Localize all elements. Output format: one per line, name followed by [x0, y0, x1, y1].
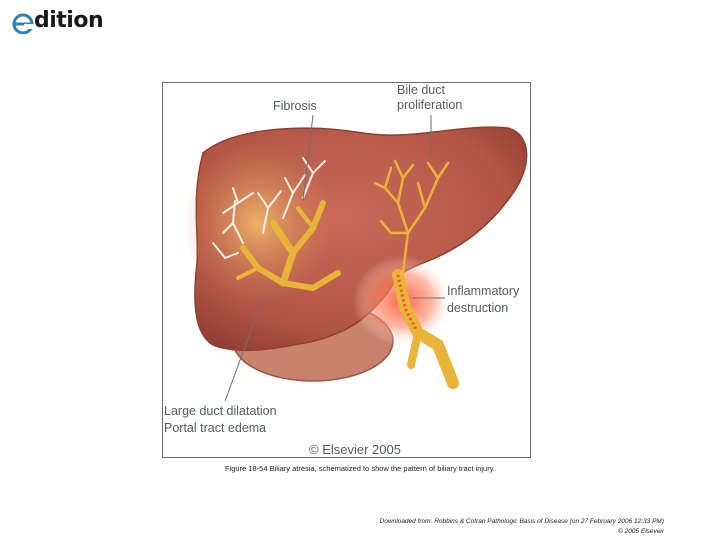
fibrosis-label: Fibrosis: [273, 99, 317, 113]
edition-logo: dition: [12, 8, 104, 36]
cystic-duct: [407, 329, 422, 369]
figure-caption: Figure 18-54 Biliary atresia, schematize…: [225, 464, 495, 473]
bile-duct-label-line2: proliferation: [397, 98, 463, 112]
liver-illustration: [183, 114, 528, 402]
bile-duct-proliferation: [373, 159, 450, 275]
biliary-atresia-figure: Fibrosis Bile duct proliferation Inflamm…: [162, 82, 531, 458]
large-duct-label: Large duct dilatation: [164, 404, 277, 418]
fibrosis-region: [183, 143, 333, 303]
copyright-label: © Elsevier 2005: [309, 442, 401, 457]
dilated-ducts: [236, 200, 341, 292]
bile-duct-label-line1: Bile duct: [397, 83, 445, 97]
inflammatory-label-line1: Inflammatory: [447, 284, 520, 298]
inflamed-duct-segment: [396, 274, 420, 334]
fibrotic-ducts: [212, 157, 326, 259]
inflammatory-label-line2: destruction: [447, 301, 509, 315]
credit-line2: © 2005 Elsevier: [618, 528, 664, 535]
portal-tract-label: Portal tract edema: [164, 421, 267, 435]
credit-line1: Downloaded from: Robbins & Cotran Pathol…: [379, 518, 664, 525]
logo-text: dition: [34, 8, 104, 33]
edition-e-logo-icon: [12, 13, 34, 34]
leader-lines: [224, 114, 445, 402]
